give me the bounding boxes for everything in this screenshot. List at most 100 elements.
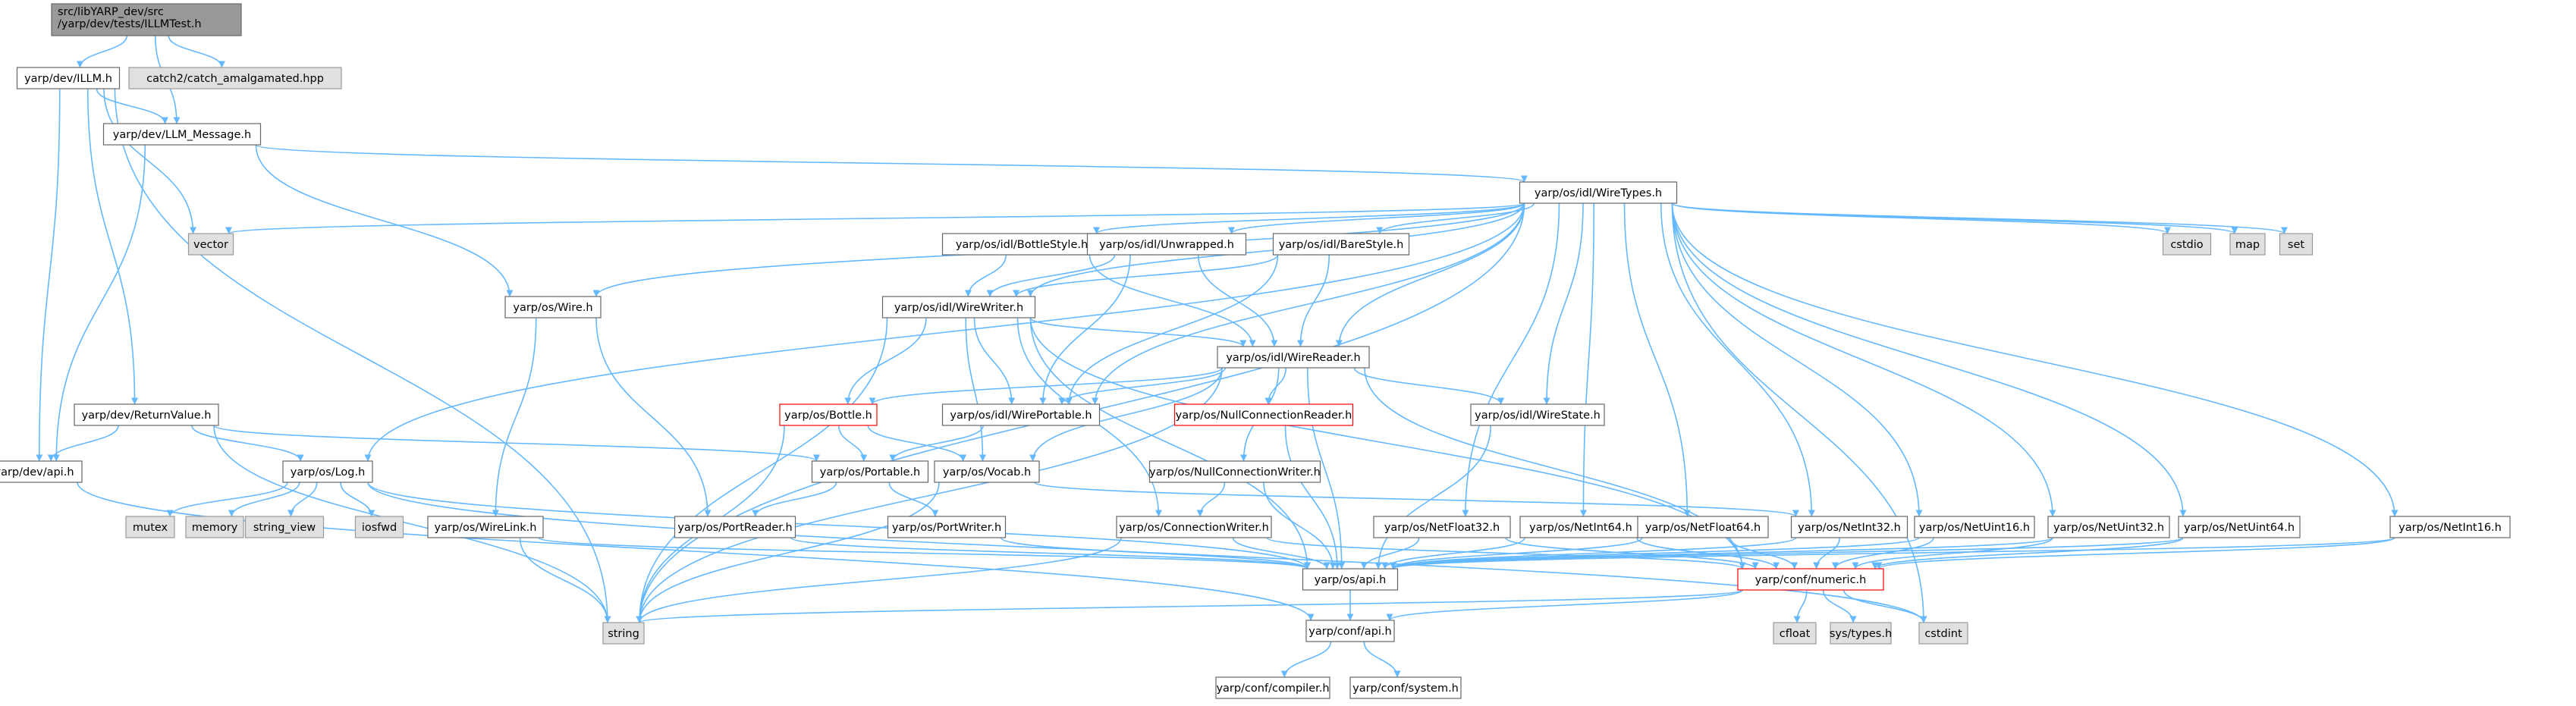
edge-log-to-iosfwd <box>340 482 375 517</box>
node-box-systypes <box>1830 622 1892 645</box>
node-connwriter[interactable]: yarp/os/ConnectionWriter.h <box>1116 516 1272 538</box>
node-label-netint32: yarp/os/NetInt32.h <box>1798 522 1901 534</box>
node-label-unwrapped: yarp/os/idl/Unwrapped.h <box>1099 239 1234 251</box>
node-wirereader[interactable]: yarp/os/idl/WireReader.h <box>1217 346 1370 369</box>
node-root[interactable]: src/libYARP_dev/src/yarp/dev/tests/ILLMT… <box>51 3 242 36</box>
node-label-illm: yarp/dev/ILLM.h <box>24 73 112 85</box>
node-netint64[interactable]: yarp/os/NetInt64.h <box>1519 516 1642 538</box>
node-llm_msg[interactable]: yarp/dev/LLM_Message.h <box>102 123 262 146</box>
edge-wiretypes-to-wireportable <box>1092 202 1525 405</box>
node-system[interactable]: yarp/conf/system.h <box>1349 676 1462 699</box>
node-osapi[interactable]: yarp/os/api.h <box>1302 568 1399 591</box>
node-unwrapped[interactable]: yarp/os/idl/Unwrapped.h <box>1086 233 1247 256</box>
node-label-cstdio: cstdio <box>2170 239 2203 251</box>
node-box-netfloat64 <box>1637 516 1769 538</box>
node-box-compiler <box>1215 676 1330 699</box>
node-wireportable[interactable]: yarp/os/idl/WirePortable.h <box>941 403 1101 426</box>
node-barestyle[interactable]: yarp/os/idl/BareStyle.h <box>1272 233 1410 256</box>
node-layer: src/libYARP_dev/src/yarp/dev/tests/ILLMT… <box>0 3 2511 699</box>
node-wirelink[interactable]: yarp/os/WireLink.h <box>427 516 544 538</box>
node-netint32[interactable]: yarp/os/NetInt32.h <box>1790 516 1908 538</box>
node-bottlestyle[interactable]: yarp/os/idl/BottleStyle.h <box>941 233 1102 256</box>
edge-wiretypes-to-unwrapped <box>1228 202 1525 234</box>
edge-log-to-osapi <box>367 482 1311 570</box>
node-wirewriter[interactable]: yarp/os/idl/WireWriter.h <box>881 296 1036 318</box>
node-iosfwd: iosfwd <box>354 516 404 538</box>
edge-connwriter-to-osapi <box>1232 537 1330 570</box>
node-box-netint32 <box>1790 516 1908 538</box>
edge-returnvalue-to-portable <box>213 425 820 462</box>
node-label-cstdint: cstdint <box>1924 628 1962 640</box>
node-label-netfloat64: yarp/os/NetFloat64.h <box>1645 522 1761 534</box>
edge-portable-to-portwriter <box>888 482 939 517</box>
node-portable[interactable]: yarp/os/Portable.h <box>811 460 929 483</box>
node-log[interactable]: yarp/os/Log.h <box>282 460 373 483</box>
edge-root-to-catch <box>168 35 225 68</box>
edge-vocab-to-netint32 <box>1034 482 1799 517</box>
node-wiretypes[interactable]: yarp/os/idl/WireTypes.h <box>1519 181 1678 204</box>
node-label-netuint16: yarp/os/NetUint16.h <box>1919 522 2030 534</box>
node-label-nullconnreader: yarp/os/NullConnectionReader.h <box>1176 409 1352 422</box>
edge-wirereader-to-osapi <box>1306 367 1346 570</box>
node-wire[interactable]: yarp/os/Wire.h <box>504 296 602 318</box>
node-label-devapi: yarp/dev/api.h <box>0 466 74 479</box>
edge-wire-to-portreader <box>595 317 712 517</box>
node-cstdint: cstdint <box>1918 622 1968 645</box>
node-label-catch: catch2/catch_amalgamated.hpp <box>146 73 324 85</box>
node-netfloat64[interactable]: yarp/os/NetFloat64.h <box>1637 516 1769 538</box>
node-compiler[interactable]: yarp/conf/compiler.h <box>1215 676 1330 699</box>
edge-numeric-to-systypes <box>1822 589 1857 623</box>
edge-returnvalue-to-devapi <box>47 425 119 462</box>
node-numeric[interactable]: yarp/conf/numeric.h <box>1737 568 1884 591</box>
node-devapi[interactable]: yarp/dev/api.h <box>0 460 83 483</box>
node-wirestate[interactable]: yarp/os/idl/WireState.h <box>1470 403 1605 426</box>
node-label-log: yarp/os/Log.h <box>291 466 366 479</box>
node-netuint32[interactable]: yarp/os/NetUint32.h <box>2047 516 2170 538</box>
node-label-numeric: yarp/conf/numeric.h <box>1755 574 1867 586</box>
edge-wireportable-to-portable <box>889 425 985 462</box>
node-vocab[interactable]: yarp/os/Vocab.h <box>934 460 1040 483</box>
node-nullconnreader[interactable]: yarp/os/NullConnectionReader.h <box>1173 403 1354 426</box>
node-confapi[interactable]: yarp/conf/api.h <box>1305 620 1395 642</box>
edge-barestyle-to-wireportable <box>1065 254 1279 405</box>
edge-llm_msg-to-devapi <box>52 144 146 462</box>
edge-netfloat32-to-osapi <box>1360 537 1420 570</box>
node-illm[interactable]: yarp/dev/ILLM.h <box>16 67 121 89</box>
node-netfloat32[interactable]: yarp/os/NetFloat32.h <box>1373 516 1511 538</box>
node-portwriter[interactable]: yarp/os/PortWriter.h <box>887 516 1007 538</box>
node-box-barestyle <box>1272 233 1410 256</box>
node-box-netfloat32 <box>1373 516 1511 538</box>
edge-wirewriter-to-vocab <box>965 317 986 462</box>
edge-barestyle-to-wirewriter <box>1013 254 1279 297</box>
edge-netint16-to-osapi <box>1390 537 2395 570</box>
edge-illm-to-llm_msg <box>96 88 168 124</box>
node-nullconnwriter[interactable]: yarp/os/NullConnectionWriter.h <box>1148 460 1321 483</box>
edge-wirereader-to-vocab <box>1029 367 1223 462</box>
edge-log-to-string_view <box>287 482 318 517</box>
node-box-returnvalue <box>74 403 219 426</box>
node-box-map <box>2229 233 2266 256</box>
node-box-string_view <box>244 516 325 538</box>
edge-wiretypes-to-vector <box>225 202 1525 234</box>
node-portreader[interactable]: yarp/os/PortReader.h <box>674 516 796 538</box>
edge-unwrapped-to-wireportable <box>1039 254 1131 405</box>
node-label-osapi: yarp/os/api.h <box>1315 574 1387 586</box>
node-bottle[interactable]: yarp/os/Bottle.h <box>779 403 878 426</box>
node-box-wirewriter <box>881 296 1036 318</box>
node-box-iosfwd <box>354 516 404 538</box>
edge-wirewriter-to-wireportable <box>973 317 1016 405</box>
node-label-netint16: yarp/os/NetInt16.h <box>2399 522 2502 534</box>
node-netuint64[interactable]: yarp/os/NetUint64.h <box>2178 516 2301 538</box>
edge-wiretypes-to-netuint32 <box>1671 202 2056 517</box>
edge-llm_msg-to-wiretypes <box>255 144 1528 183</box>
node-label-netuint32: yarp/os/NetUint32.h <box>2053 522 2164 534</box>
node-netuint16[interactable]: yarp/os/NetUint16.h <box>1914 516 2035 538</box>
edge-netuint16-to-osapi <box>1390 537 1920 570</box>
node-label-string: string <box>608 628 639 640</box>
node-returnvalue[interactable]: yarp/dev/ReturnValue.h <box>74 403 219 426</box>
edge-netuint32-to-numeric <box>1852 537 2053 570</box>
edge-illm-to-string <box>114 88 611 623</box>
edge-portreader-to-osapi <box>790 537 1311 570</box>
edge-wiretypes-to-netfloat32 <box>1462 202 1560 517</box>
node-netint16[interactable]: yarp/os/NetInt16.h <box>2389 516 2511 538</box>
